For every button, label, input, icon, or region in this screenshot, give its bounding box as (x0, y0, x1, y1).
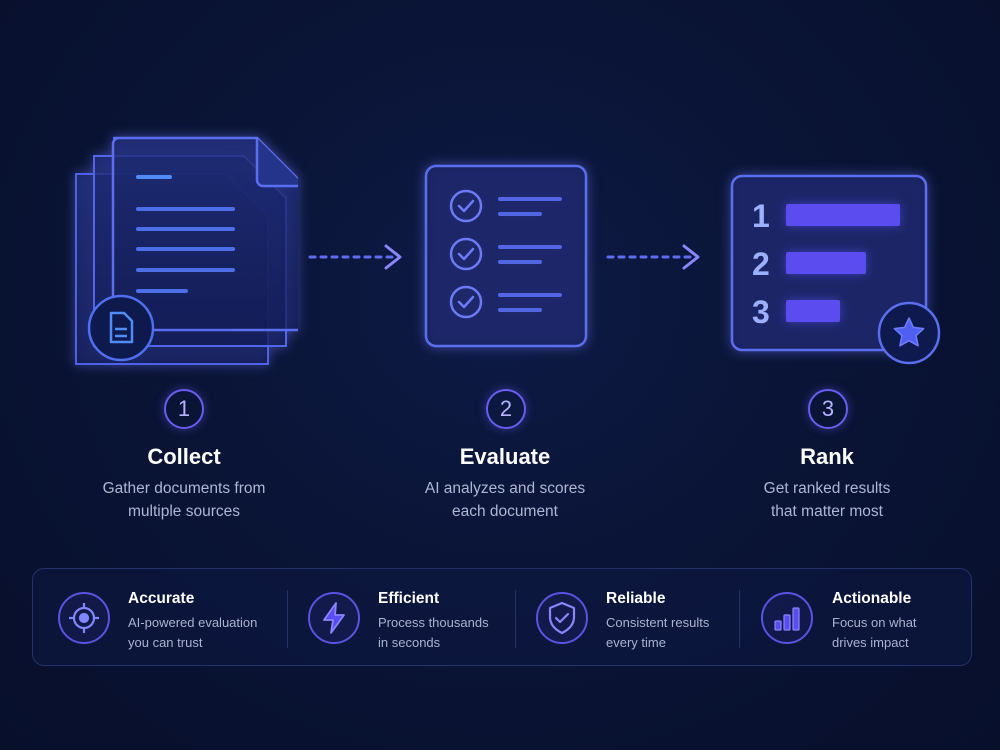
feature-title: Efficient (378, 590, 440, 607)
features-panel (32, 568, 972, 666)
step-number: 2 (486, 389, 526, 429)
ranking-icon: 1 2 3 (730, 174, 942, 366)
step-title: Rank (800, 444, 854, 469)
step-title: Evaluate (459, 444, 551, 469)
star-badge-icon (877, 301, 941, 365)
rank-label: 2 (752, 246, 770, 282)
rank-bar (786, 252, 866, 274)
documents-icon (75, 136, 298, 365)
feature-title: Accurate (128, 590, 195, 607)
feature-title: Reliable (606, 590, 666, 607)
checklist-icon (424, 164, 588, 348)
rank-bar (786, 204, 900, 226)
step-number: 1 (164, 389, 204, 429)
arrow-right-icon (606, 244, 700, 270)
lightning-icon (308, 592, 360, 644)
rank-bar (786, 300, 840, 322)
rank-label: 1 (752, 198, 770, 234)
divider (287, 590, 288, 648)
shield-check-icon (536, 592, 588, 644)
step-number: 3 (808, 389, 848, 429)
rank-label: 3 (752, 294, 770, 330)
arrow-right-icon (308, 244, 402, 270)
bar-chart-icon (761, 592, 813, 644)
target-icon (58, 592, 110, 644)
feature-title: Actionable (832, 590, 912, 607)
divider (515, 590, 516, 648)
step-title: Collect (147, 444, 221, 469)
divider (739, 590, 740, 648)
